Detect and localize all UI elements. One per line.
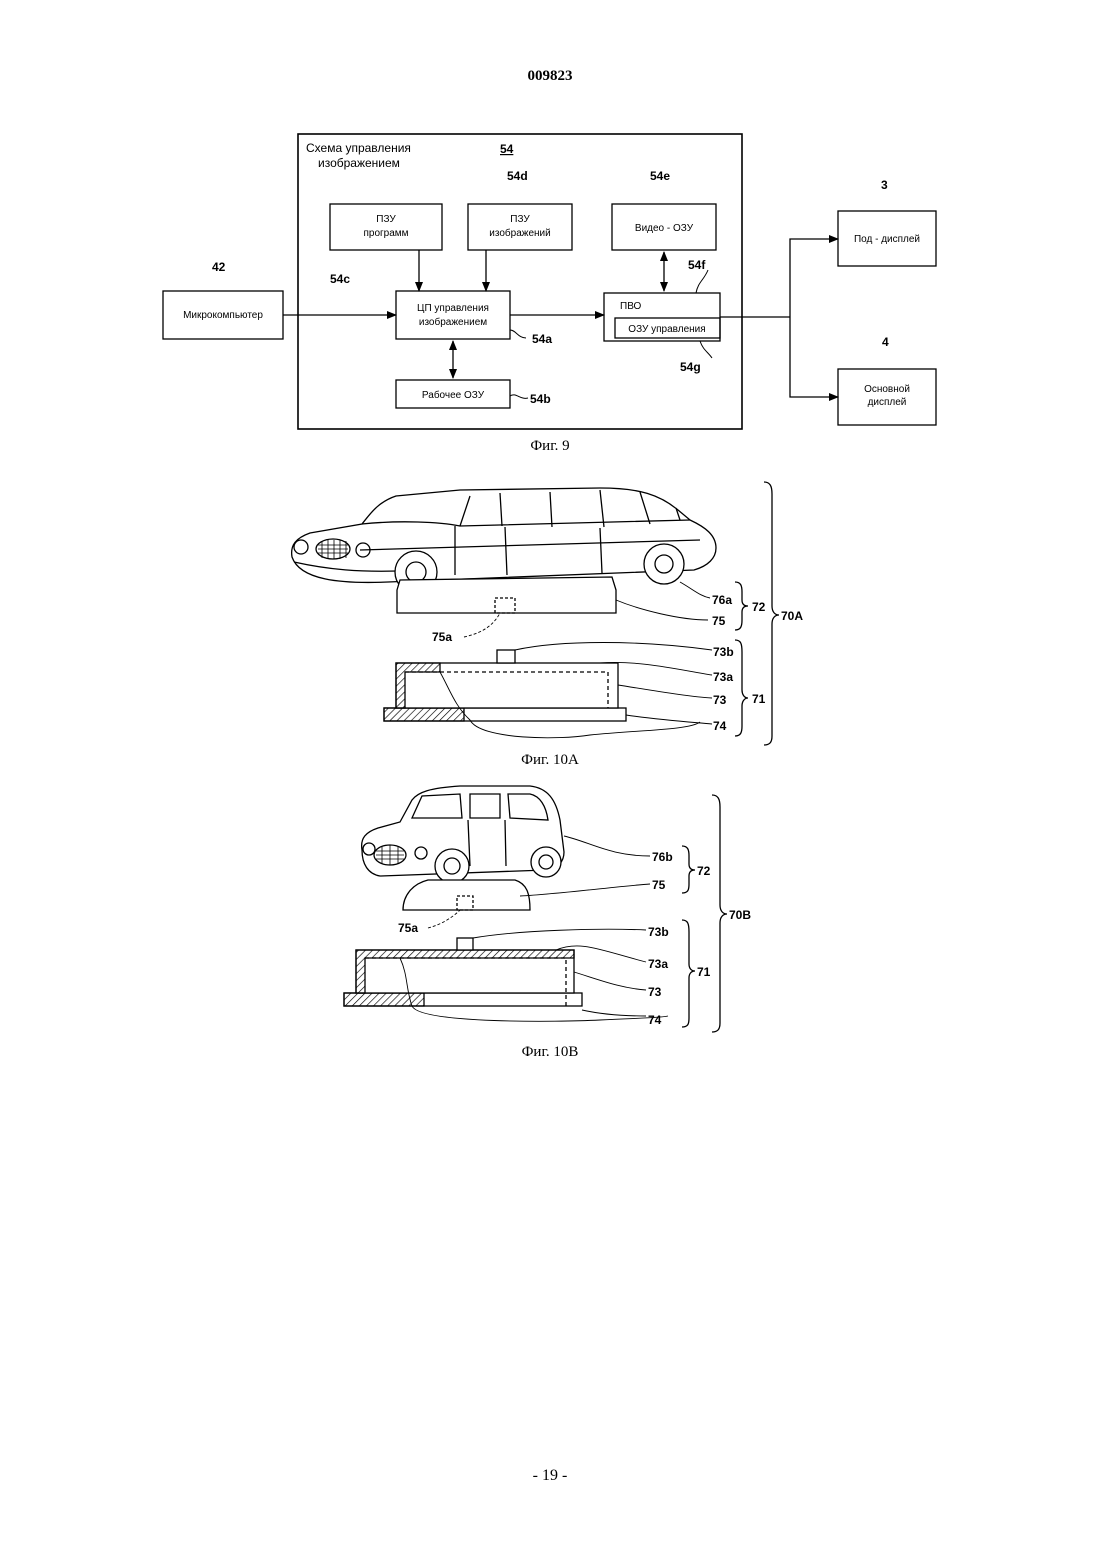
fig10b-drawing — [344, 786, 727, 1032]
label-54g: 54g — [680, 360, 701, 374]
image-cpu-box — [396, 291, 510, 339]
program-rom-line2: программ — [363, 228, 408, 239]
compact-car-front-wheel-icon — [435, 849, 469, 883]
leader-54a — [510, 330, 526, 338]
frame-title-line2: изображением — [318, 156, 400, 170]
image-rom-line2: изображений — [489, 227, 550, 239]
brace-72-b — [682, 846, 695, 893]
main-display-line2: дисплей — [868, 397, 907, 408]
connector-73b — [497, 650, 515, 663]
label-71-b: 71 — [697, 965, 711, 979]
image-cpu-line1: ЦП управления — [417, 303, 489, 314]
label-76a: 76a — [712, 593, 732, 607]
label-73b-a: 73b — [713, 645, 734, 659]
arrow-to-main-display — [790, 317, 838, 397]
car-base-75-b — [403, 880, 530, 910]
stand-base-plate-hatch — [384, 708, 464, 721]
label-74-a: 74 — [713, 719, 727, 733]
leader-75 — [616, 600, 708, 620]
label-54a: 54a — [532, 332, 552, 346]
work-ram-text: Рабочее ОЗУ — [422, 389, 485, 401]
leader-73b-b — [473, 929, 646, 938]
fig10b-caption: Фиг. 10B — [522, 1044, 579, 1060]
label-54d: 54d — [507, 169, 528, 183]
label-71-a: 71 — [752, 692, 766, 706]
image-rom-line1: ПЗУ — [510, 214, 530, 225]
label-54e: 54e — [650, 169, 670, 183]
leader-54b — [510, 395, 528, 398]
image-cpu-line2: изображением — [419, 316, 487, 328]
label-3: 3 — [881, 178, 888, 192]
label-73-b: 73 — [648, 985, 662, 999]
label-73-a: 73 — [713, 693, 727, 707]
label-73b-b: 73b — [648, 925, 669, 939]
leader-54g — [700, 341, 712, 358]
label-75-b: 75 — [652, 878, 666, 892]
page-number: - 19 - — [0, 1467, 1100, 1485]
car-base-75 — [397, 577, 616, 613]
control-ram-text: ОЗУ управления — [628, 324, 705, 335]
label-54f: 54f — [688, 258, 706, 272]
leader-73b — [515, 643, 712, 651]
label-70a: 70A — [781, 609, 803, 623]
frame-title-line1: Схема управления — [306, 141, 411, 155]
label-54b: 54b — [530, 392, 551, 406]
leader-73-b — [574, 972, 646, 990]
stand-base-plate-hatch-b — [344, 993, 424, 1006]
label-72-a: 72 — [752, 600, 766, 614]
label-54c: 54c — [330, 272, 350, 286]
label-70b: 70B — [729, 908, 751, 922]
fig9-texts: Схема управления изображением 54 ПЗУ про… — [183, 141, 920, 454]
label-4: 4 — [882, 335, 889, 349]
fig9-caption: Фиг. 9 — [530, 438, 569, 454]
leader-54f — [696, 270, 708, 293]
brace-70b — [712, 795, 727, 1032]
main-display-line1: Основной — [864, 384, 910, 395]
frame-label-54: 54 — [500, 142, 514, 156]
brace-71-b — [682, 920, 695, 1027]
leader-75a — [464, 613, 500, 637]
label-72-b: 72 — [697, 864, 711, 878]
label-75a-b: 75a — [398, 921, 418, 935]
sub-display-text: Под - дисплей — [854, 234, 920, 245]
leader-75a-b — [428, 910, 460, 928]
label-73a-a: 73a — [713, 670, 733, 684]
leader-74-b — [582, 1010, 646, 1016]
image-rom-box — [468, 204, 572, 250]
program-rom-line1: ПЗУ — [376, 214, 396, 225]
microcomputer-text: Микрокомпьютер — [183, 310, 263, 321]
leader-73 — [618, 685, 712, 698]
fig10a-caption: Фиг. 10A — [521, 752, 579, 768]
limousine-rear-wheel-icon — [644, 544, 684, 584]
program-rom-box — [330, 204, 442, 250]
label-42: 42 — [212, 260, 226, 274]
leader-74 — [626, 715, 712, 724]
video-ram-text: Видео - ОЗУ — [635, 223, 694, 234]
arrow-to-sub-display — [790, 239, 838, 317]
label-75a-a: 75a — [432, 630, 452, 644]
brace-72 — [735, 582, 748, 630]
leader-76a — [680, 582, 710, 598]
vdp-text: ПВО — [620, 301, 642, 312]
label-76b: 76b — [652, 850, 673, 864]
brace-70a — [764, 482, 779, 745]
leader-75-b — [520, 884, 650, 896]
brace-71 — [735, 640, 748, 736]
connector-73b-b — [457, 938, 473, 950]
compact-car-rear-wheel-icon — [531, 847, 561, 877]
label-73a-b: 73a — [648, 957, 668, 971]
fig9-block-diagram — [163, 134, 936, 429]
label-74-b: 74 — [648, 1013, 662, 1027]
leader-76b — [564, 836, 650, 856]
label-75-a: 75 — [712, 614, 726, 628]
fig10a-drawing — [292, 482, 779, 745]
